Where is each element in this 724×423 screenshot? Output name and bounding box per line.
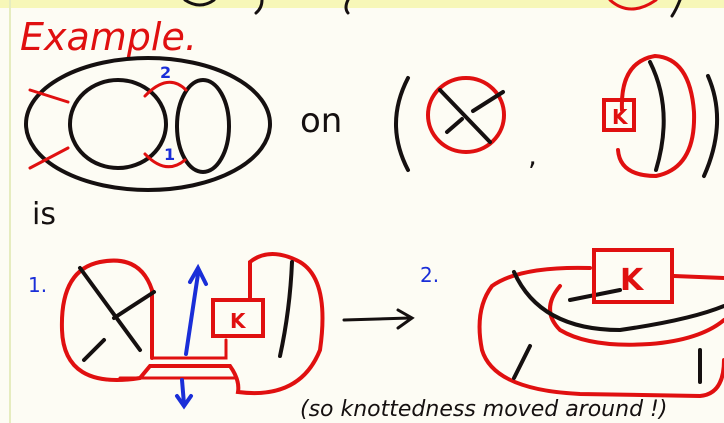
surface-with-two-holes xyxy=(24,56,272,192)
previous-slide-remnants xyxy=(183,0,682,18)
comma: , xyxy=(528,139,537,172)
pair-parentheses xyxy=(394,74,720,178)
box-label-k: K xyxy=(612,105,629,129)
arc-label-2: 2 xyxy=(160,63,171,82)
on-word: on xyxy=(300,101,342,141)
step-2-diagram xyxy=(477,248,724,399)
example-title: Example. xyxy=(20,15,197,59)
step-2-label: 2. xyxy=(420,263,439,287)
margin-line xyxy=(9,0,11,423)
crossing-disk xyxy=(426,76,506,154)
box-label-k-step2: K xyxy=(620,263,645,298)
is-word: is xyxy=(32,197,56,232)
transition-arrow xyxy=(342,308,415,330)
box-label-k-step1: K xyxy=(230,309,247,333)
knotted-disk xyxy=(602,53,697,179)
blue-arrows xyxy=(175,263,208,410)
step-1-diagram xyxy=(59,252,325,395)
knottedness-note: (so knottedness moved around !) xyxy=(300,397,667,422)
top-edge-strip xyxy=(0,0,724,8)
step-1-label: 1. xyxy=(28,273,47,297)
arc-label-1: 1 xyxy=(164,145,175,164)
